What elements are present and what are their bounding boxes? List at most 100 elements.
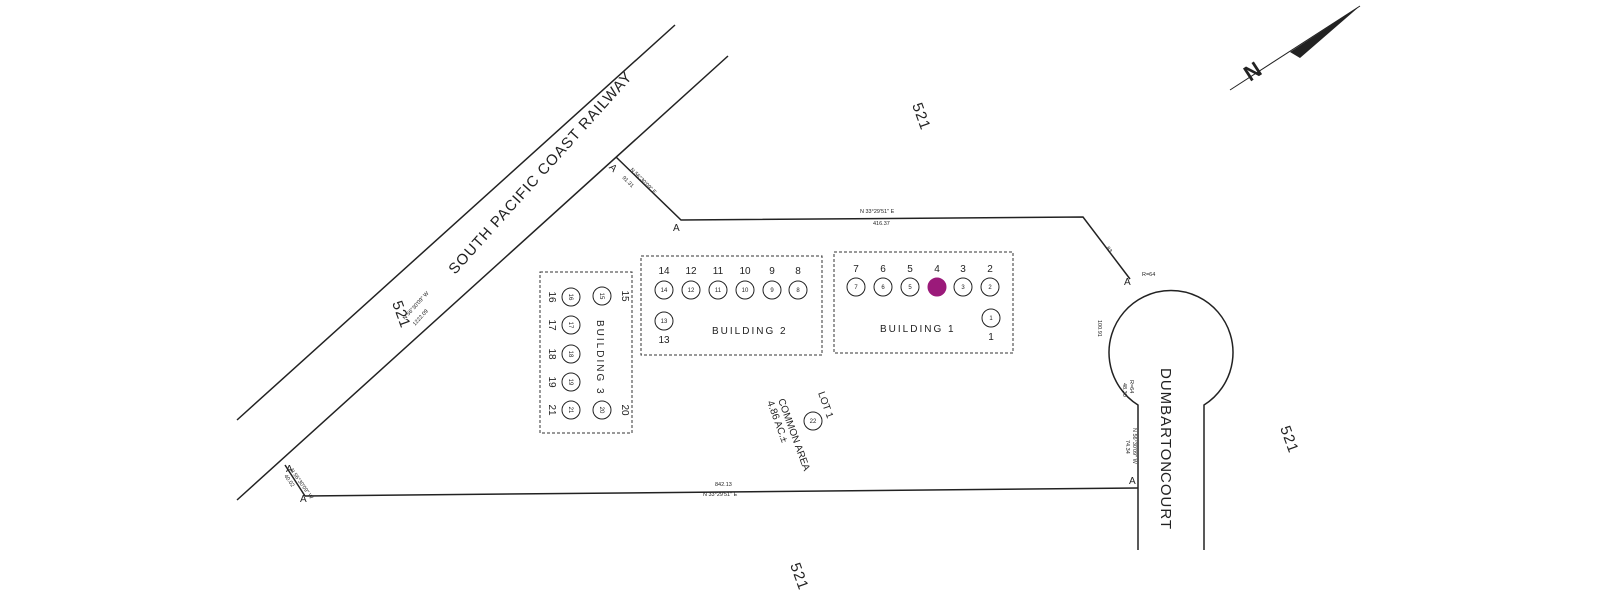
building-2-label: BUILDING 2 xyxy=(712,326,788,337)
marker-a: A xyxy=(300,494,307,505)
parcel-label: 521 xyxy=(786,561,812,593)
unit-circle[interactable] xyxy=(654,280,674,300)
lot-circle-number: 22 xyxy=(810,419,817,425)
unit-circle[interactable] xyxy=(846,277,866,297)
unit-14[interactable]: 14 14 xyxy=(654,266,674,300)
unit-6[interactable]: 66 xyxy=(873,264,893,297)
unit-number-label: 7 xyxy=(853,264,859,275)
unit-number-label: 13 xyxy=(658,335,670,346)
unit-circle-number: 13 xyxy=(661,319,668,325)
unit-circle[interactable] xyxy=(735,280,755,300)
distance-top-line: 416.37 xyxy=(873,221,890,227)
unit-4[interactable]: 4 xyxy=(927,264,947,297)
unit-circle-number: 20 xyxy=(598,407,604,414)
unit-circle[interactable] xyxy=(873,277,893,297)
unit-5[interactable]: 55 xyxy=(900,264,920,297)
unit-circle[interactable] xyxy=(981,308,1001,328)
unit-circle[interactable] xyxy=(953,277,973,297)
bearing-right-seg: N 56°30'09" W xyxy=(1131,428,1137,465)
unit-number-label: 15 xyxy=(619,290,630,302)
unit-circle[interactable] xyxy=(561,287,581,307)
unit-circle[interactable] xyxy=(592,286,612,306)
unit-circle[interactable] xyxy=(561,372,581,392)
unit-circle-number: 18 xyxy=(567,351,573,358)
unit-number-label: 20 xyxy=(619,404,630,416)
unit-number-label: 19 xyxy=(546,376,557,388)
cul-seg-a: 83 xyxy=(1104,246,1112,254)
road-label-court: COURT xyxy=(1157,472,1174,530)
unit-circle[interactable] xyxy=(980,277,1000,297)
unit-circle-number: 14 xyxy=(661,288,668,294)
cul-radius: R=64 xyxy=(1142,272,1155,278)
marker-a: A xyxy=(1129,476,1136,487)
unit-number-label: 2 xyxy=(987,264,993,275)
unit-number-label: 3 xyxy=(960,264,966,275)
unit-circle-number: 1 xyxy=(989,316,993,322)
property-boundary-bottom xyxy=(304,487,1139,497)
unit-number-label: 1 xyxy=(988,332,994,343)
unit-number-label: 17 xyxy=(546,319,557,331)
bearing-top-line: N 33°29'51" E xyxy=(860,209,895,215)
unit-number-label: 4 xyxy=(934,264,940,275)
building-1-outline xyxy=(833,251,1014,354)
cul-dist-b: 48.30 xyxy=(1121,383,1127,397)
unit-circle-number: 12 xyxy=(688,288,695,294)
railway-line-upper xyxy=(236,24,676,421)
unit-10[interactable]: 10 10 xyxy=(735,266,755,300)
unit-circle-number: 17 xyxy=(567,322,573,329)
unit-circle[interactable] xyxy=(561,344,581,364)
building-3-label: BUILDING 3 xyxy=(594,320,605,396)
unit-circle-number: 16 xyxy=(567,294,573,301)
marker-a: A xyxy=(673,223,680,234)
distance-bottom-line: 842.13 xyxy=(715,482,732,488)
unit-7[interactable]: 77 xyxy=(846,264,866,297)
railway-label: SOUTH PACIFIC COAST RAILWAY xyxy=(445,68,636,277)
unit-circle[interactable] xyxy=(900,277,920,297)
unit-circle[interactable] xyxy=(561,400,581,420)
north-arrow-icon: N xyxy=(1229,5,1361,91)
unit-circle[interactable] xyxy=(708,280,728,300)
unit-circle[interactable] xyxy=(788,280,808,300)
unit-number-label: 21 xyxy=(546,404,557,416)
unit-21[interactable]: 21 21 xyxy=(546,400,581,420)
parcel-label: 521 xyxy=(908,101,934,133)
unit-circle-number: 7 xyxy=(854,285,858,291)
parcel-label: 521 xyxy=(1276,424,1302,456)
unit-number-label: 10 xyxy=(739,266,751,277)
building-1-label: BUILDING 1 xyxy=(880,324,956,335)
unit-2[interactable]: 22 xyxy=(980,264,1000,297)
property-boundary xyxy=(615,156,1131,280)
unit-13[interactable]: 13 13 xyxy=(654,311,674,346)
unit-circle[interactable] xyxy=(561,315,581,335)
unit-circle-number: 3 xyxy=(961,285,965,291)
unit-number-label: 11 xyxy=(713,266,724,277)
unit-8[interactable]: 88 xyxy=(788,266,808,300)
unit-9[interactable]: 99 xyxy=(762,266,782,300)
unit-circle-number: 6 xyxy=(881,285,885,291)
unit-circle-number: 10 xyxy=(742,288,749,294)
road-label-dumbarton: DUMBARTON xyxy=(1157,368,1174,473)
bearing-bottom-line: N 33°29'51" E xyxy=(703,492,738,498)
unit-circle-highlighted[interactable] xyxy=(927,277,947,297)
unit-1[interactable]: 11 xyxy=(981,308,1001,343)
unit-number-label: 14 xyxy=(658,266,670,277)
property-boundary-left xyxy=(284,464,306,497)
unit-circle[interactable] xyxy=(762,280,782,300)
unit-circle[interactable] xyxy=(654,311,674,331)
unit-circle[interactable] xyxy=(592,400,612,420)
distance-right-seg: 74.34 xyxy=(1124,440,1130,454)
unit-circle-number: 21 xyxy=(567,407,573,414)
unit-3[interactable]: 33 xyxy=(953,264,973,297)
marker-a: A xyxy=(1124,277,1131,288)
building-2-outline xyxy=(640,255,823,356)
unit-circle[interactable] xyxy=(681,280,701,300)
